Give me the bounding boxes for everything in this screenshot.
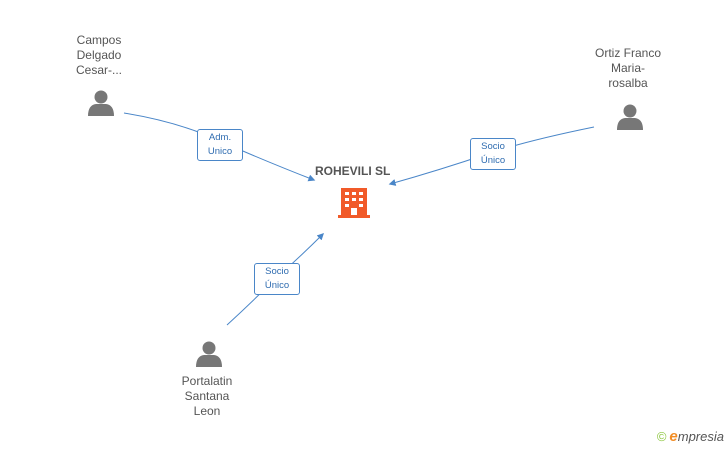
brand-initial: e [669, 428, 678, 445]
company-name[interactable]: ROHEVILI SL [315, 164, 391, 178]
label-line: Campos [76, 33, 122, 47]
person-icon[interactable] [196, 341, 222, 368]
person-label-portalatin[interactable]: Portalatin Santana Leon [167, 374, 247, 419]
copyright-mark: © [656, 429, 667, 444]
label-line: rosalba [608, 76, 648, 90]
role-badge-socio-unico[interactable]: Socio Único [470, 138, 516, 170]
label-line: Maria- [610, 61, 645, 75]
brand-name: mpresia [677, 429, 724, 444]
person-icon[interactable] [617, 104, 643, 131]
role-line: Único [480, 155, 506, 166]
role-line: Unico [207, 146, 233, 157]
role-line: Adm. [208, 132, 232, 143]
building-icon[interactable] [338, 188, 370, 218]
label-line: Portalatin [181, 374, 233, 388]
label-line: Santana [184, 389, 230, 403]
role-badge-adm-unico[interactable]: Adm. Unico [197, 129, 243, 161]
label-line: Leon [193, 404, 221, 418]
label-line: Delgado [76, 48, 122, 62]
role-line: Socio [265, 266, 289, 277]
role-badge-socio-unico[interactable]: Socio Único [254, 263, 300, 295]
person-label-ortiz[interactable]: Ortiz Franco Maria- rosalba [583, 46, 673, 91]
label-line: Ortiz Franco [594, 46, 661, 60]
label-line: Cesar-... [75, 63, 122, 77]
role-line: Único [264, 280, 290, 291]
person-label-campos[interactable]: Campos Delgado Cesar-... [59, 33, 139, 78]
person-icon[interactable] [88, 90, 114, 117]
empresia-logo: ©empresia [657, 428, 724, 445]
role-line: Socio [481, 141, 505, 152]
